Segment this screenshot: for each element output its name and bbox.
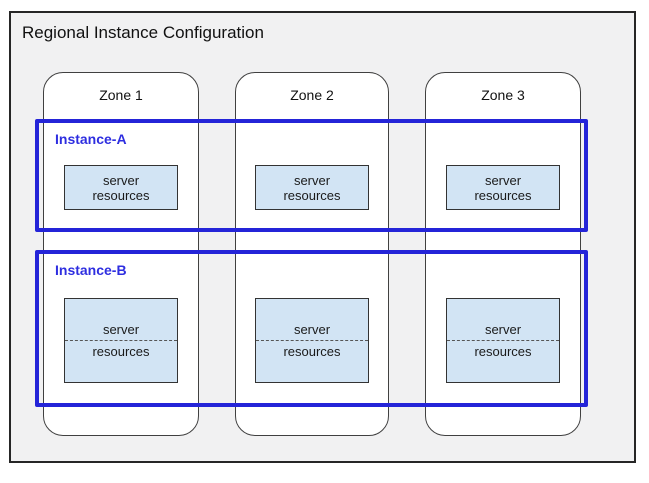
instance-a-label: Instance-A xyxy=(55,131,127,147)
zone-1-label: Zone 1 xyxy=(99,87,143,103)
server-resources-line2: resources xyxy=(474,187,532,203)
zone-3-label: Zone 3 xyxy=(481,87,525,103)
resource-split-dashed-line xyxy=(447,340,559,341)
zone-2-label: Zone 2 xyxy=(290,87,334,103)
server-resources-line2: resources xyxy=(283,344,341,359)
server-resources-line1: server xyxy=(484,322,522,337)
instance-b-label: Instance-B xyxy=(55,262,127,278)
server-resources-line1: server xyxy=(293,322,331,337)
server-resources-line1: server xyxy=(484,172,522,188)
server-resources-line1: server xyxy=(102,322,140,337)
server-resources-line2: resources xyxy=(92,187,150,203)
diagram-title: Regional Instance Configuration xyxy=(22,23,264,42)
server-resources-box-a-zone3: server resources xyxy=(446,165,560,210)
server-resources-line2: resources xyxy=(283,187,341,203)
resource-split-dashed-line xyxy=(65,340,177,341)
server-resources-box-b-zone1: server resources xyxy=(64,298,178,383)
server-resources-box-b-zone2: server resources xyxy=(255,298,369,383)
server-resources-line1: server xyxy=(102,172,140,188)
server-resources-line2: resources xyxy=(474,344,532,359)
resource-split-dashed-line xyxy=(256,340,368,341)
instance-b-boundary xyxy=(35,250,588,407)
instance-a-boundary xyxy=(35,119,588,232)
region-frame: Regional Instance Configuration Zone 1 Z… xyxy=(9,11,636,463)
server-resources-box-b-zone3: server resources xyxy=(446,298,560,383)
server-resources-line1: server xyxy=(293,172,331,188)
server-resources-line2: resources xyxy=(92,344,150,359)
server-resources-box-a-zone2: server resources xyxy=(255,165,369,210)
server-resources-box-a-zone1: server resources xyxy=(64,165,178,210)
